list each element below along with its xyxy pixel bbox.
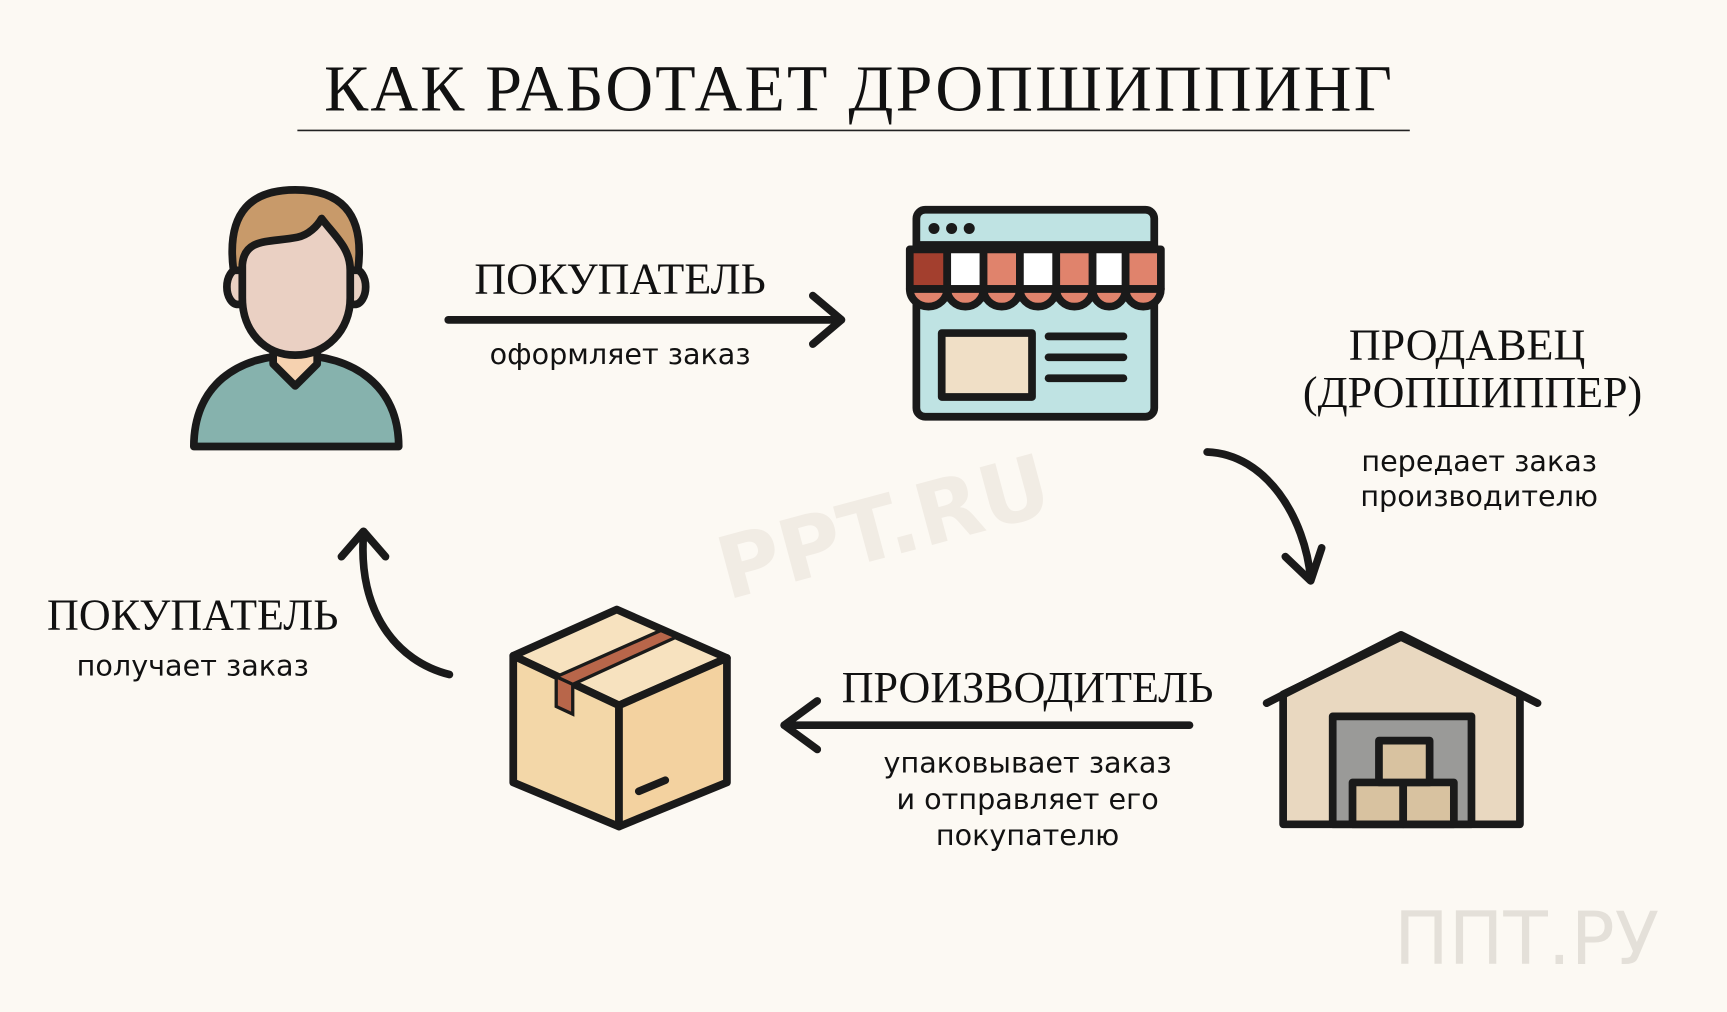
person-icon xyxy=(189,186,403,451)
parcel-box-icon xyxy=(509,605,731,831)
seller-heading-line1: ПРОДАВЕЦ xyxy=(1349,321,1585,370)
online-shop-icon xyxy=(905,205,1165,421)
arrow-seller-to-manufacturer xyxy=(1203,448,1326,585)
manufacturer-heading: ПРОИЗВОДИТЕЛЬ xyxy=(842,663,1214,712)
buyer-receives-heading: ПОКУПАТЕЛЬ xyxy=(47,590,338,639)
seller-heading-line2: (ДРОПШИППЕР) xyxy=(1303,368,1642,417)
buyer-orders-text: оформляет заказ xyxy=(490,337,751,371)
manufacturer-text-line1: упаковывает заказ xyxy=(884,746,1172,780)
warehouse-icon xyxy=(1262,631,1542,829)
seller-text-line1: передает заказ xyxy=(1361,444,1597,478)
arrow-buyer-to-seller xyxy=(444,291,846,348)
watermark-corner: ППТ.РУ xyxy=(1394,898,1659,982)
manufacturer-text-line3: покупателю xyxy=(936,818,1119,852)
arrow-manufacturer-to-box xyxy=(780,697,1194,754)
page-title: КАК РАБОТАЕТ ДРОПШИППИНГ xyxy=(324,53,1394,126)
buyer-receives-text: получает заказ xyxy=(77,649,309,683)
arrow-box-to-buyer xyxy=(337,527,454,679)
manufacturer-text-line2: и отправляет его xyxy=(896,782,1158,816)
buyer-orders-heading: ПОКУПАТЕЛЬ xyxy=(474,254,765,303)
seller-text-line2: производителю xyxy=(1360,479,1598,513)
